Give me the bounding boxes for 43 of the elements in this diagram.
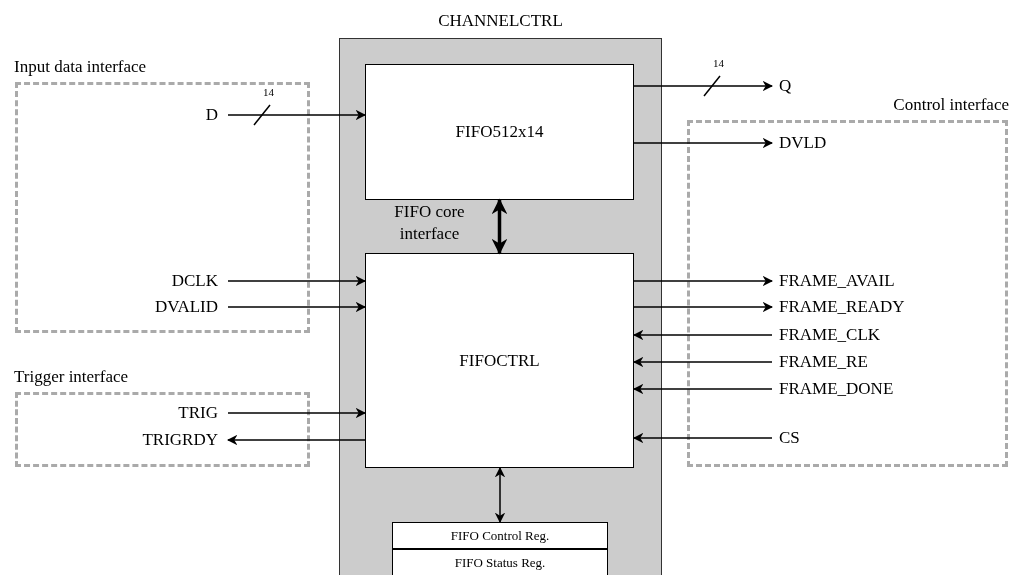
bus-arrow [491,198,508,255]
edge-label: FIFO core interface [393,200,466,246]
register-label: FIFO Status Reg. [454,554,546,571]
signal-name: TRIGRDY [142,430,218,450]
edge-label: 14 [713,56,724,71]
signal-arrow [633,275,774,287]
signal-name: FRAME_DONE [779,379,894,399]
signal-arrow [227,275,367,287]
signal-arrow [494,466,506,524]
module-title: CHANNELCTRL [438,11,563,31]
signal-arrow [633,137,774,149]
signal-arrow [633,80,774,92]
signal-arrow [632,432,773,444]
block-label: FIFOCTRL [459,350,540,371]
signal-arrow [632,383,773,395]
group-title: Input data interface [14,57,147,77]
register-box [392,549,608,575]
logic-block [365,64,634,200]
edge-label: 14 [263,85,274,100]
signal-name: TRIG [178,403,218,423]
signal-arrow [227,109,367,121]
signal-name: FRAME_READY [779,297,905,317]
register-label: FIFO Control Reg. [450,527,550,544]
logic-block [365,253,634,468]
signal-name: DCLK [171,271,218,291]
signal-arrow [633,301,774,313]
signal-name: D [205,105,218,125]
signal-name: CS [779,428,800,448]
signal-name: DVALID [155,297,218,317]
group-title: Control interface [893,95,1009,115]
group-title: Trigger interface [14,367,129,387]
signal-arrow [227,407,367,419]
signal-name: Q [779,76,792,96]
signal-arrow [632,329,773,341]
block-label: FIFO512x14 [455,122,544,142]
signal-name: FRAME_AVAIL [779,271,895,291]
signal-name: FRAME_CLK [779,325,881,345]
signal-arrow [226,434,366,446]
signal-arrow [632,356,773,368]
signal-arrow [227,301,367,313]
signal-name: DVLD [779,133,827,153]
register-box [392,522,608,549]
signal-name: FRAME_RE [779,352,868,372]
